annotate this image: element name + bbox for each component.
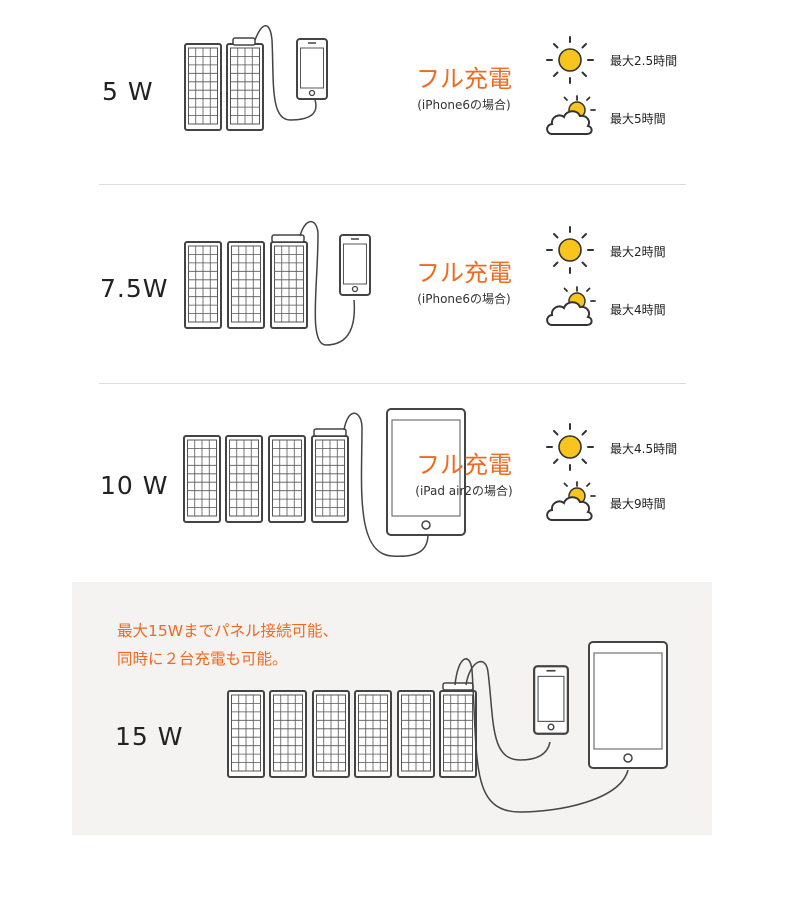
- sunny-time: 最大2.5時間: [610, 54, 678, 68]
- cloudy-time: 最大9時間: [610, 497, 666, 511]
- sunny-time: 最大4.5時間: [610, 442, 678, 456]
- watt-label: 7.5W: [100, 274, 169, 303]
- row-5w: 5 W フル充電 (iPhone6の場合) 最大2.5時間 最大5時間: [0, 0, 790, 184]
- full-charge-device: (iPhone6の場合): [417, 292, 511, 306]
- cloudy-time: 最大4時間: [610, 303, 666, 317]
- watt-label: 10 W: [100, 471, 169, 500]
- expansion-note-line2: 同時に２台充電も可能。: [117, 650, 288, 668]
- sunny-time: 最大2時間: [610, 245, 666, 259]
- panel-illustration: [183, 25, 328, 131]
- full-charge: フル充電 (iPhone6の場合): [389, 64, 539, 113]
- full-charge-title: フル充電: [416, 451, 512, 479]
- expansion-note: 最大15Wまでパネル接続可能、 同時に２台充電も可能。: [117, 617, 338, 673]
- panel-illustration: [183, 220, 371, 346]
- divider: [99, 383, 686, 384]
- cloudy-time: 最大5時間: [610, 112, 666, 126]
- full-charge-device: (iPhone6の場合): [417, 98, 511, 112]
- full-charge-device: (iPad air2の場合): [415, 484, 513, 498]
- full-charge: フル充電 (iPhone6の場合): [389, 258, 539, 307]
- full-charge-title: フル充電: [416, 259, 512, 287]
- divider: [99, 184, 686, 185]
- watt-label: 5 W: [102, 77, 154, 106]
- full-charge: フル充電 (iPad air2の場合): [389, 450, 539, 499]
- panel-illustration: [182, 408, 466, 557]
- row-10w: 10 W フル充電 (iPad air2の場合) 最大4.5時間 最大9時間: [0, 384, 790, 580]
- watt-label: 15 W: [115, 722, 184, 751]
- expansion-note-line1: 最大15Wまでパネル接続可能、: [117, 622, 339, 640]
- full-charge-title: フル充電: [416, 65, 512, 93]
- row-7-5w: 7.5W フル充電 (iPhone6の場合) 最大2時間 最大4時間: [0, 185, 790, 383]
